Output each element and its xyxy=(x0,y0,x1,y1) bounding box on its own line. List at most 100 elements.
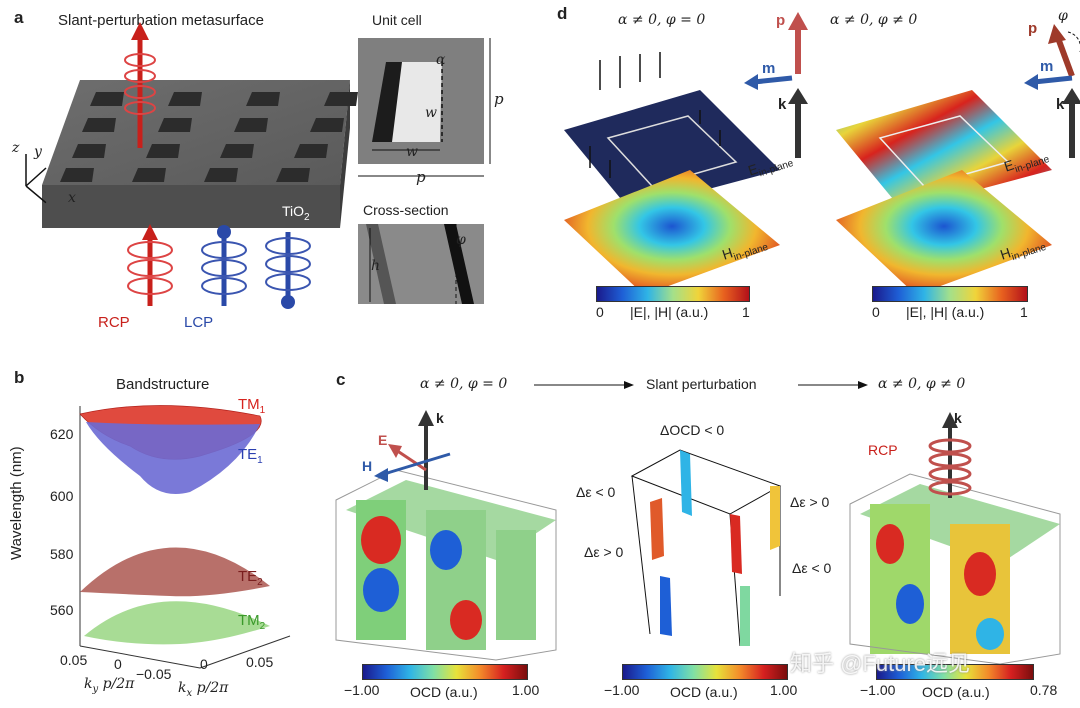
metasurface-hole xyxy=(60,168,94,182)
metasurface-hole xyxy=(294,144,328,158)
p-horizontal-label: p xyxy=(416,168,426,186)
panel-c-middle-title: Slant perturbation xyxy=(646,376,757,392)
cbar-d-left-min: 0 xyxy=(596,304,604,320)
vec-m-left: m xyxy=(762,60,776,77)
material-label: TiO2 xyxy=(282,203,310,223)
bandstructure-plot xyxy=(79,405,291,669)
rcp-label-c: RCP xyxy=(868,442,898,458)
lcp-helix-up xyxy=(201,225,247,306)
b-ky-tick-2: −0.05 xyxy=(136,666,172,682)
vec-e-c: E xyxy=(378,432,388,448)
h-label: h xyxy=(371,258,381,274)
arrow-2 xyxy=(798,381,868,389)
deps-2: Δε > 0 xyxy=(790,494,830,510)
rcp-helix-c xyxy=(928,412,972,498)
cbar-c2-min: −1.00 xyxy=(860,682,896,698)
panel-d-right-title: α ≠ 0, φ ≠ 0 xyxy=(830,12,918,28)
panel-d-label: d xyxy=(557,4,568,23)
deps-1: Δε > 0 xyxy=(584,544,624,560)
b-ky-label: ky p/2π xyxy=(84,676,135,695)
field-map-right xyxy=(836,90,1052,295)
cbar-c0-min: −1.00 xyxy=(344,682,380,698)
b-ytick: 560 xyxy=(50,602,74,618)
arrow-1 xyxy=(534,381,634,389)
metasurface-hole xyxy=(246,92,280,106)
p-vertical-label: p xyxy=(494,90,504,108)
rcp-helix-top xyxy=(124,22,156,148)
b-ky-tick-1: 0 xyxy=(114,656,122,672)
cbar-c1-max: 1.00 xyxy=(770,682,798,698)
vec-k-right: k xyxy=(1056,96,1065,113)
metasurface-hole xyxy=(168,92,202,106)
metasurface-hole xyxy=(324,92,358,106)
cbar-d-right-label: |E|, |H| (a.u.) xyxy=(906,304,985,320)
panel-c-label: c xyxy=(336,370,346,389)
watermark: 知乎 @Future远见 xyxy=(790,651,971,676)
cbar-c2-label: OCD (a.u.) xyxy=(922,684,990,700)
panel-b-title: Bandstructure xyxy=(116,376,210,393)
vec-m-right: m xyxy=(1040,58,1054,75)
alpha-label: α xyxy=(436,52,446,68)
b-ytick: 600 xyxy=(50,488,74,504)
cross-section-title: Cross-section xyxy=(363,202,449,218)
cbar-c1-label: OCD (a.u.) xyxy=(670,684,738,700)
vec-phi-right: φ xyxy=(1058,8,1068,24)
axes-icon xyxy=(25,154,47,204)
vec-h-c: H xyxy=(362,458,373,474)
metasurface-hole xyxy=(132,168,166,182)
phi-label: φ xyxy=(456,232,466,248)
colorbar-c-0 xyxy=(362,664,528,680)
metasurface-hole xyxy=(276,168,310,182)
b-kx-tick-0: 0 xyxy=(200,656,208,672)
colorbar-c-1 xyxy=(622,664,788,680)
metasurface-hole xyxy=(146,144,180,158)
b-kx-label: kx p/2π xyxy=(178,680,229,699)
panel-c-left-title: α ≠ 0, φ = 0 xyxy=(420,376,508,392)
colorbar-d-left xyxy=(596,286,750,302)
vector-triad-right xyxy=(1024,24,1080,158)
panel-a-title: Slant-perturbation metasurface xyxy=(58,12,264,29)
b-ytick: 620 xyxy=(50,426,74,442)
axis-y: y xyxy=(34,144,42,160)
w-vertical-label: w xyxy=(425,105,437,121)
vec-k-c-right: k xyxy=(954,410,962,426)
slant-perturbation-cube xyxy=(630,449,782,647)
unit-cell-title: Unit cell xyxy=(372,12,422,28)
field-map-left xyxy=(564,52,780,295)
lcp-label: LCP xyxy=(184,314,214,331)
cbar-d-left-max: 1 xyxy=(742,304,750,320)
b-ytick: 580 xyxy=(50,546,74,562)
panel-a-label: a xyxy=(14,8,24,27)
panel-d-left-title: α ≠ 0, φ = 0 xyxy=(618,12,706,28)
axis-x: x xyxy=(68,190,76,206)
metasurface-hole xyxy=(82,118,116,132)
panel-b-label: b xyxy=(14,368,25,387)
rcp-helix-bottom xyxy=(127,224,173,306)
cbar-c0-max: 1.00 xyxy=(512,682,540,698)
axis-z: z xyxy=(12,140,20,156)
vec-p-right: p xyxy=(1028,20,1038,37)
b-ylabel: Wavelength (nm) xyxy=(8,446,25,560)
vector-triad-left xyxy=(744,12,808,158)
metasurface-hole xyxy=(158,118,192,132)
w-horizontal-label: w xyxy=(406,144,418,160)
colorbar-d-right xyxy=(872,286,1028,302)
metasurface-hole xyxy=(310,118,344,132)
b-band-label: TM1 xyxy=(238,396,266,416)
vec-p-left: p xyxy=(776,12,786,29)
vec-k-c: k xyxy=(436,410,444,426)
cbar-d-left-label: |E|, |H| (a.u.) xyxy=(630,304,709,320)
cbar-c0-label: OCD (a.u.) xyxy=(410,684,478,700)
deps-3: Δε < 0 xyxy=(792,560,832,576)
b-ky-tick-0: 0.05 xyxy=(60,652,88,668)
b-kx-tick-1: 0.05 xyxy=(246,654,274,670)
metasurface-hole xyxy=(72,144,106,158)
panel-c-right-title: α ≠ 0, φ ≠ 0 xyxy=(878,376,966,392)
metasurface-slab xyxy=(42,80,358,228)
vec-k-left: k xyxy=(778,96,787,113)
ocd-cube-right xyxy=(849,473,1061,665)
metasurface-hole xyxy=(234,118,268,132)
unit-cell-diagram xyxy=(358,38,491,177)
b-band-label: TE1 xyxy=(238,446,263,466)
ocd-cube-left xyxy=(335,469,557,661)
